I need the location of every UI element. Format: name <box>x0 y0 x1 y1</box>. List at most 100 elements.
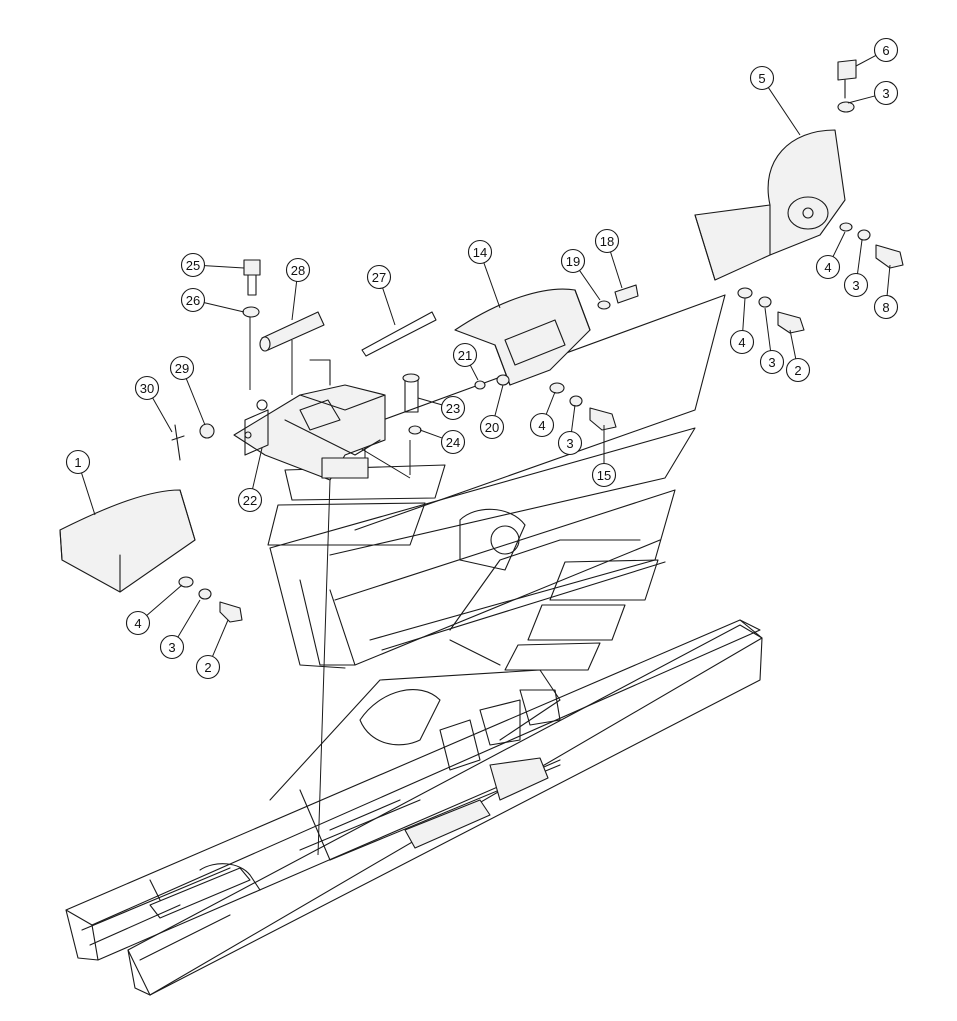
callouts: 1223333344445681415181920212223242526272… <box>65 37 899 680</box>
callout-c29: 29 <box>169 355 206 426</box>
callout-circle <box>180 287 206 313</box>
callout-label: 2 <box>204 660 211 675</box>
callout-leader <box>483 262 501 309</box>
callout-label: 1 <box>74 455 81 470</box>
callout-label: 3 <box>768 355 775 370</box>
callout-circle <box>873 37 899 63</box>
callout-c15: 15 <box>591 425 617 488</box>
callout-leader <box>855 54 877 67</box>
callout-c3e: 3 <box>557 404 583 456</box>
callout-c22: 22 <box>237 447 263 513</box>
callout-label: 4 <box>738 335 745 350</box>
callout-c5: 5 <box>749 65 801 136</box>
callout-leader <box>204 265 245 269</box>
bracket-assembly <box>233 359 422 481</box>
callout-leader <box>545 391 556 415</box>
callout-circle <box>729 329 755 355</box>
callout-circle <box>843 272 869 298</box>
callout-c4a: 4 <box>125 584 183 636</box>
callout-c28: 28 <box>285 257 311 321</box>
callout-leader <box>252 447 263 489</box>
callout-c24: 24 <box>419 429 466 455</box>
callout-c6: 6 <box>855 37 899 67</box>
main-frame <box>65 619 763 996</box>
callout-circle <box>195 654 221 680</box>
callout-circle <box>594 228 620 254</box>
callout-leader <box>177 599 201 638</box>
callout-leader <box>789 329 797 359</box>
callout-label: 18 <box>600 234 614 249</box>
callout-c20: 20 <box>479 384 505 440</box>
callout-c27: 27 <box>366 264 396 326</box>
callout-label: 22 <box>243 493 257 508</box>
callout-c1: 1 <box>65 449 96 516</box>
callout-label: 20 <box>485 420 499 435</box>
pins-and-bolts <box>171 259 437 461</box>
callout-c3a: 3 <box>159 599 201 660</box>
callout-c14: 14 <box>467 239 501 309</box>
callout-leader <box>185 378 206 426</box>
callout-label: 23 <box>446 401 460 416</box>
callout-c25: 25 <box>180 252 245 278</box>
callout-label: 5 <box>758 71 765 86</box>
callout-leader <box>212 619 229 657</box>
callout-c2a: 2 <box>195 619 229 680</box>
callout-circle <box>529 412 555 438</box>
callout-circle <box>134 375 160 401</box>
callout-leader <box>382 287 396 326</box>
callout-leader <box>469 364 479 381</box>
callout-circle <box>759 349 785 375</box>
callout-circle <box>180 252 206 278</box>
callout-label: 27 <box>372 270 386 285</box>
callout-leader <box>832 231 846 257</box>
callout-leader <box>767 87 801 136</box>
callout-label: 4 <box>538 418 545 433</box>
callout-label: 25 <box>186 258 200 273</box>
callout-c4b: 4 <box>729 297 755 355</box>
callout-label: 15 <box>597 468 611 483</box>
callout-leader <box>204 302 245 313</box>
callout-label: 26 <box>186 293 200 308</box>
fasteners-right <box>737 59 904 334</box>
callout-circle <box>169 355 195 381</box>
callout-leader <box>571 404 576 432</box>
callout-circle <box>873 80 899 106</box>
callout-c21: 21 <box>452 342 479 381</box>
callout-circle <box>785 357 811 383</box>
callout-circle <box>125 610 151 636</box>
callout-label: 21 <box>458 348 472 363</box>
callout-c23: 23 <box>417 395 466 421</box>
callout-label: 8 <box>882 300 889 315</box>
callout-circle <box>815 254 841 280</box>
callout-leader <box>886 264 891 296</box>
callout-leader <box>291 281 298 321</box>
callout-leader <box>81 472 96 516</box>
callout-label: 24 <box>446 435 460 450</box>
callout-circle <box>440 395 466 421</box>
callout-circle <box>440 429 466 455</box>
part-1-cover <box>59 489 196 593</box>
callout-circle <box>452 342 478 368</box>
callout-leader <box>152 397 173 433</box>
panel-slats <box>267 464 659 671</box>
callout-leader <box>419 429 443 439</box>
callout-circle <box>366 264 392 290</box>
callout-c18: 18 <box>594 228 623 289</box>
callout-circle <box>237 487 263 513</box>
callout-circle <box>591 462 617 488</box>
callout-leader <box>764 307 772 351</box>
callout-label: 3 <box>566 436 573 451</box>
callout-label: 4 <box>134 616 141 631</box>
callout-leader <box>146 584 183 616</box>
callout-label: 3 <box>168 640 175 655</box>
callout-circle <box>749 65 775 91</box>
callout-circle <box>65 449 91 475</box>
callout-circle <box>467 239 493 265</box>
callout-label: 2 <box>794 363 801 378</box>
callout-label: 30 <box>140 381 154 396</box>
callout-label: 19 <box>566 254 580 269</box>
callout-c2b: 2 <box>785 329 811 383</box>
callout-circle <box>285 257 311 283</box>
callout-c3c: 3 <box>847 80 899 106</box>
